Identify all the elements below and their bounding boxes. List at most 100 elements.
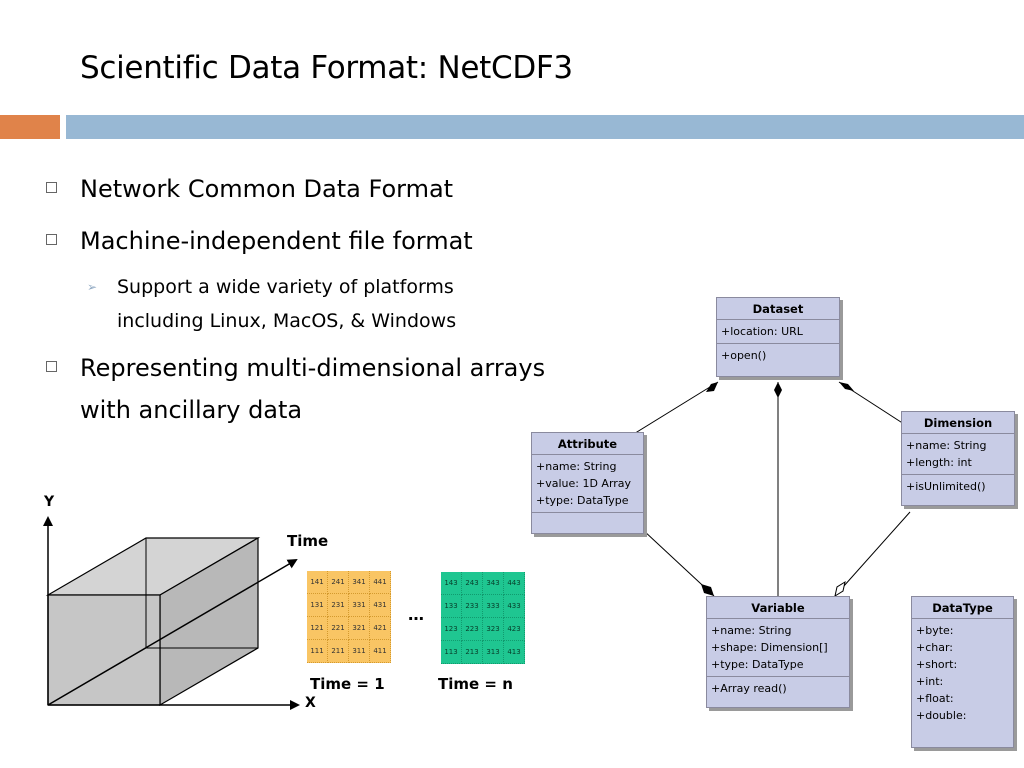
time-n-label: Time = n <box>438 675 513 693</box>
time-axis-label: Time <box>287 532 329 550</box>
uml-attribute: +int: <box>916 675 944 688</box>
bullet-item: Machine-independent file format <box>46 220 473 262</box>
uml-attribute: +char: <box>916 641 954 654</box>
grid-cell: 343 <box>483 572 504 595</box>
uml-attribute: +type: DataType <box>711 658 804 671</box>
slide-title: Scientific Data Format: NetCDF3 <box>80 50 573 86</box>
composition-diamond-icon <box>701 584 714 596</box>
grid-cell: 323 <box>483 618 504 641</box>
uml-class-name: DataType <box>912 597 1013 619</box>
grid-cell: 441 <box>370 571 391 594</box>
grid-cell: 321 <box>349 617 370 640</box>
grid-cell: 111 <box>307 640 328 663</box>
uml-attribute: +name: String <box>906 439 987 452</box>
bullet-text: Representing multi-dimensional arrays <box>80 354 546 382</box>
uml-attribute: +shape: Dimension[] <box>711 641 828 654</box>
uml-attribute: +short: <box>916 658 958 671</box>
uml-class-name: Variable <box>707 597 849 619</box>
uml-operations: +Array read() <box>707 677 849 707</box>
uml-class-name: Dataset <box>717 298 839 320</box>
grid-cell: 223 <box>462 618 483 641</box>
uml-attribute: +value: 1D Array <box>536 477 632 490</box>
arrow-bullet-icon: ➢ <box>87 280 98 294</box>
square-bullet-icon <box>46 234 57 245</box>
time-slice-grid-1: 141 241 341 441 131 231 331 431 121 221 … <box>307 571 391 663</box>
sub-bullet-text: Support a wide variety of platforms <box>117 276 454 298</box>
uml-class-name: Dimension <box>902 412 1014 434</box>
grid-cell: 241 <box>328 571 349 594</box>
uml-attributes: +byte: +char: +short: +int: +float: +dou… <box>912 619 1013 727</box>
grid-cell: 333 <box>483 595 504 618</box>
uml-class-dataset: Dataset +location: URL +open() <box>716 297 840 377</box>
square-bullet-icon <box>46 182 57 193</box>
composition-diamond-icon <box>839 382 854 391</box>
grid-cell: 331 <box>349 594 370 617</box>
composition-diamond-icon <box>774 382 782 398</box>
grid-cell: 123 <box>441 618 462 641</box>
uml-class-variable: Variable +name: String +shape: Dimension… <box>706 596 850 708</box>
grid-cell: 313 <box>483 641 504 664</box>
time-slice-grid-n: 143 243 343 443 133 233 333 433 123 223 … <box>441 572 525 664</box>
uml-attribute: +length: int <box>906 456 972 469</box>
grid-cell: 341 <box>349 571 370 594</box>
time-1-label: Time = 1 <box>310 675 385 693</box>
ellipsis-label: … <box>408 605 424 624</box>
header-accent-blue <box>66 115 1024 139</box>
square-bullet-icon <box>46 361 57 372</box>
header-accent-orange <box>0 115 60 139</box>
grid-cell: 211 <box>328 640 349 663</box>
sub-bullet-line: including Linux, MacOS, & Windows <box>117 304 456 338</box>
uml-operations <box>532 513 643 533</box>
grid-cell: 143 <box>441 572 462 595</box>
grid-cell: 243 <box>462 572 483 595</box>
grid-cell: 431 <box>370 594 391 617</box>
grid-cell: 231 <box>328 594 349 617</box>
uml-attribute: +float: <box>916 692 954 705</box>
uml-attributes: +location: URL <box>717 320 839 344</box>
grid-cell: 411 <box>370 640 391 663</box>
uml-class-dimension: Dimension +name: String +length: int +is… <box>901 411 1015 506</box>
uml-connector <box>623 381 719 441</box>
uml-class-datatype: DataType +byte: +char: +short: +int: +fl… <box>911 596 1014 748</box>
uml-attribute: +name: String <box>711 624 792 637</box>
grid-cell: 433 <box>504 595 525 618</box>
uml-attribute: +type: DataType <box>536 494 629 507</box>
uml-class-attribute: Attribute +name: String +value: 1D Array… <box>531 432 644 534</box>
grid-cell: 443 <box>504 572 525 595</box>
grid-cell: 233 <box>462 595 483 618</box>
uml-connector <box>834 511 911 597</box>
uml-operation: +Array read() <box>711 682 787 695</box>
grid-cell: 423 <box>504 618 525 641</box>
uml-attributes: +name: String +length: int <box>902 434 1014 475</box>
grid-cell: 421 <box>370 617 391 640</box>
grid-cell: 133 <box>441 595 462 618</box>
grid-cell: 121 <box>307 617 328 640</box>
uml-operation: +isUnlimited() <box>906 480 986 493</box>
grid-cell: 131 <box>307 594 328 617</box>
grid-cell: 311 <box>349 640 370 663</box>
time-axis-arrow <box>47 558 298 706</box>
aggregation-diamond-icon <box>834 580 846 598</box>
uml-attribute: +name: String <box>536 460 617 473</box>
sub-bullet-item: ➢ Support a wide variety of platforms <box>87 270 454 304</box>
grid-cell: 221 <box>328 617 349 640</box>
uml-class-name: Attribute <box>532 433 643 455</box>
grid-cell: 113 <box>441 641 462 664</box>
bullet-item: Network Common Data Format <box>46 168 453 210</box>
grid-cell: 213 <box>462 641 483 664</box>
uml-attribute: +double: <box>916 709 967 722</box>
uml-attributes: +name: String +shape: Dimension[] +type:… <box>707 619 849 677</box>
x-axis-label: X <box>305 695 316 711</box>
uml-attribute: +byte: <box>916 624 954 637</box>
bullet-text: Machine-independent file format <box>80 227 473 255</box>
grid-cell: 413 <box>504 641 525 664</box>
uml-attributes: +name: String +value: 1D Array +type: Da… <box>532 455 643 513</box>
bullet-line: with ancillary data <box>80 389 302 431</box>
bullet-item: Representing multi-dimensional arrays <box>46 347 546 389</box>
uml-attribute: +location: URL <box>721 325 803 338</box>
bullet-text: with ancillary data <box>80 396 303 424</box>
grid-cell: 141 <box>307 571 328 594</box>
y-axis-label: Y <box>44 494 55 510</box>
uml-operations: +open() <box>717 344 839 376</box>
